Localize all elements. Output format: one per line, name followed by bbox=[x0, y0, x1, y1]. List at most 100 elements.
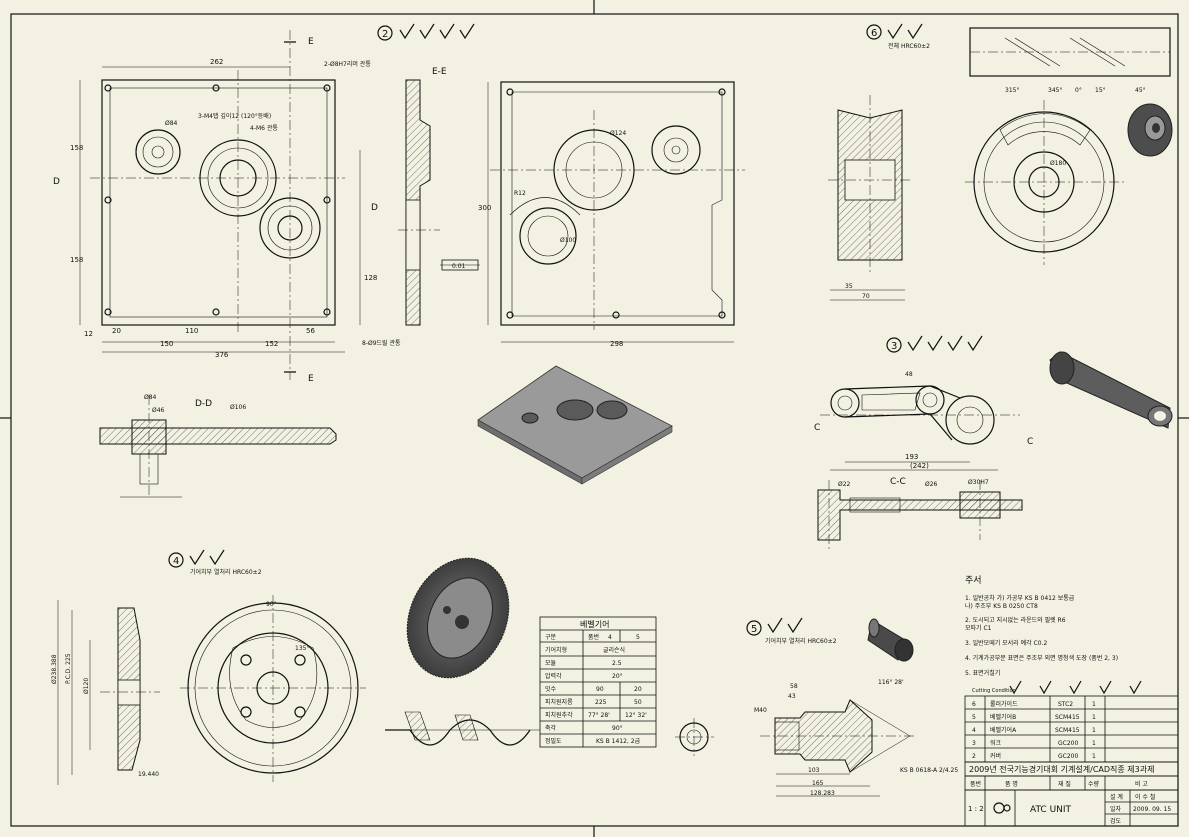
parts-header-note: 비 고 bbox=[1135, 780, 1148, 788]
gear-row-4-val2: 50 bbox=[634, 699, 642, 706]
parts-row-3-material: GC200 bbox=[1058, 740, 1078, 747]
pinion-dim-103: 103 bbox=[808, 767, 820, 774]
roller-angle-45: 45° bbox=[1135, 87, 1146, 94]
part2-roughness-symbols bbox=[399, 23, 475, 40]
roller-section-view bbox=[828, 95, 912, 301]
parts-header-no: 품번 bbox=[970, 780, 981, 788]
gear-row-0-val: 글리슨식 bbox=[603, 646, 625, 654]
roller-angle-15: 15° bbox=[1095, 87, 1106, 94]
note-2b: 모따기 C1 bbox=[965, 624, 992, 632]
pinion-dim-58: 58 bbox=[790, 683, 798, 690]
gear-row-7-key: 정밀도 bbox=[545, 737, 562, 745]
gear-dim-19: 19.440 bbox=[138, 771, 159, 778]
cover-note-ream: 2-Ø8H7리머 관통 bbox=[324, 60, 371, 68]
pinion-dim-43: 43 bbox=[788, 693, 796, 700]
roughness-symbol-legend bbox=[1009, 680, 1142, 695]
parts-row-2-material: SCM415 bbox=[1055, 727, 1080, 734]
section-cc-label: C-C bbox=[890, 477, 906, 487]
dd-dim-64: Ø84 bbox=[144, 394, 157, 401]
section-dd-label: D-D bbox=[195, 399, 212, 409]
roller-angle-345: 345° bbox=[1048, 87, 1062, 94]
pinion-dim-165: 165 bbox=[812, 780, 824, 787]
part6-roughness bbox=[887, 23, 923, 40]
plate-dim-300: 300 bbox=[478, 204, 491, 212]
plate-view bbox=[487, 81, 745, 343]
section-d-left: D bbox=[53, 177, 60, 187]
roller-angle-315: 315° bbox=[1005, 87, 1019, 94]
notes-title: 주서 bbox=[965, 575, 982, 586]
drawing-name: ATC UNIT bbox=[1030, 805, 1072, 815]
cover-dim-158b: 158 bbox=[70, 256, 83, 264]
part2-balloon bbox=[377, 25, 393, 41]
plate-dim-298: 298 bbox=[610, 340, 623, 348]
lever-front-view bbox=[820, 385, 1020, 471]
lever-section-cc bbox=[817, 480, 1023, 550]
gear-dim-238: Ø238.388 bbox=[51, 654, 58, 684]
cover-dim-150: 150 bbox=[160, 340, 173, 348]
lever-dim-242: (242) bbox=[910, 462, 929, 470]
gear-angle-90: 90° bbox=[266, 601, 277, 608]
parts-row-0-name: 롤러가이드 bbox=[990, 700, 1018, 708]
parts-header-qty: 수량 bbox=[1088, 781, 1100, 788]
gear-table-h0: 구분 bbox=[545, 634, 557, 641]
gear-row-3-key: 잇수 bbox=[545, 686, 557, 693]
lever-dim-26: Ø26 bbox=[925, 481, 938, 488]
lever-dim-30: Ø30H7 bbox=[968, 479, 989, 486]
parts-row-1-name: 베벨기어B bbox=[990, 713, 1016, 721]
section-e-bottom: E bbox=[308, 374, 314, 384]
part2-number: 2 bbox=[382, 29, 388, 40]
gear-row-4-val: 225 bbox=[595, 699, 607, 706]
plate-dim-124: Ø124 bbox=[610, 130, 626, 137]
lever-3d-render bbox=[1049, 351, 1173, 429]
cover-note-tap: 3-M4탭 깊이12 (120°등배) bbox=[198, 112, 271, 120]
gear-row-2-val: 20° bbox=[612, 673, 623, 680]
roller-dim-180: Ø180 bbox=[1050, 160, 1066, 167]
gear-row-1-key: 모듈 bbox=[545, 660, 557, 667]
roller-developed-view bbox=[969, 27, 1171, 77]
date-label: 일자 bbox=[1110, 805, 1122, 813]
gear-row-6-key: 축각 bbox=[545, 724, 557, 732]
gear-a-front-view bbox=[180, 595, 366, 782]
gear-data-table bbox=[539, 616, 657, 748]
parts-row-2-no: 4 bbox=[972, 727, 976, 734]
cover-section-dd bbox=[99, 395, 337, 498]
gear-row-2-key: 압력각 bbox=[545, 672, 562, 680]
title-block bbox=[964, 761, 1179, 827]
section-c-right: C bbox=[1027, 437, 1033, 447]
gear-row-7-val: KS B 1412, 2급 bbox=[596, 738, 641, 745]
part5-note: 기어치부 열처리 HRC60±2 bbox=[765, 637, 837, 645]
cover-dim-128: 128 bbox=[364, 274, 377, 282]
parts-header-name: 품 명 bbox=[1005, 780, 1018, 788]
pinion-3d-render bbox=[867, 618, 914, 662]
cover-dim-376: 376 bbox=[215, 351, 229, 359]
gear-a-3d-render bbox=[406, 557, 510, 679]
pinion-side-view bbox=[760, 699, 915, 797]
note-1: 1. 일반공차 가) 가공부 KS B 0412 보통급 bbox=[965, 594, 1075, 602]
parts-row-0-no: 6 bbox=[972, 701, 976, 708]
parts-header-material: 재 질 bbox=[1058, 780, 1071, 788]
gear-row-3-val: 90 bbox=[596, 686, 604, 693]
part5-number: 5 bbox=[751, 624, 757, 635]
section-ee-label: E-E bbox=[432, 67, 447, 77]
note-4: 4. 기계가공부분 표면은 주조부 외면 명청색 도장 (품번 2, 3) bbox=[965, 654, 1118, 662]
cover-note-d84: Ø84 bbox=[165, 120, 178, 127]
gear-table-h2: 4 bbox=[608, 634, 612, 641]
plate-dim-100: Ø100 bbox=[560, 237, 576, 244]
part6-balloon bbox=[866, 24, 882, 40]
ee-tolerance: 0.01 bbox=[452, 263, 466, 270]
cover-dim-110: 110 bbox=[185, 327, 198, 335]
gear-a-section bbox=[57, 600, 160, 785]
gear-table-h1: 품번 bbox=[588, 633, 599, 641]
pinion-dim-128: 128.283 bbox=[810, 790, 835, 797]
part4-number: 4 bbox=[173, 556, 179, 567]
parts-row-4-name: 커버 bbox=[990, 752, 1001, 760]
pinion-ks: KS B 0618-A 2/4.25 bbox=[900, 767, 958, 774]
parts-row-3-name: 워크 bbox=[990, 739, 1002, 747]
part5-balloon bbox=[746, 620, 762, 636]
gear-row-6-val: 90° bbox=[612, 725, 623, 732]
pinion-angle: 116° 28' bbox=[878, 679, 904, 686]
gear-row-0-key: 기어치형 bbox=[545, 646, 567, 654]
note-5: 5. 표면거칠기 bbox=[965, 669, 1000, 677]
gear-row-5-val: 77° 28' bbox=[588, 712, 610, 719]
